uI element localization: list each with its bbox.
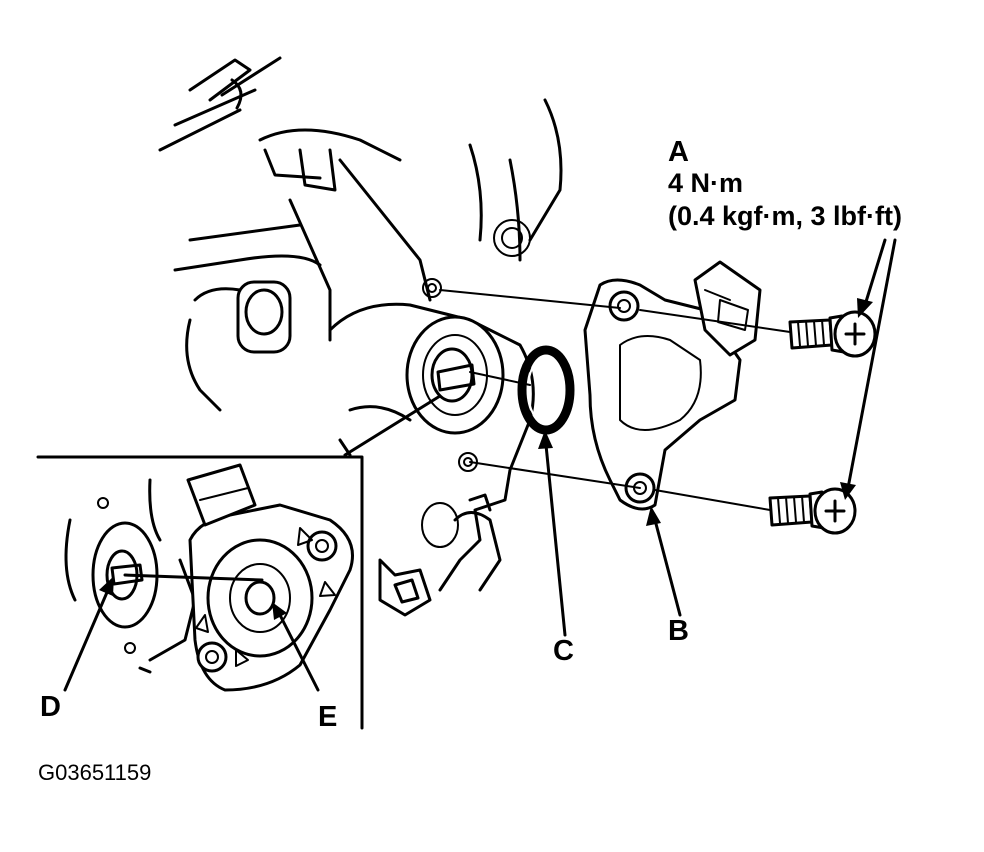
bolt-upper [788,310,877,358]
torque-alt-units: (0.4 kgf·m, 3 lbf·ft) [668,201,902,231]
figure-code: G03651159 [38,760,152,785]
callout-e: E [318,701,338,733]
transmission-housing [158,56,563,617]
assembly-guide-lines [439,289,791,511]
bolt-lower [768,487,857,535]
leader-lines [343,238,897,637]
callout-b: B [668,615,689,647]
sensor-b [583,260,762,511]
callout-d: D [40,691,61,723]
o-ring-c [517,345,575,435]
torque-value: 4 N·m [668,168,744,198]
inset-detail [36,455,364,730]
callout-c: C [553,635,574,667]
callout-a: A [668,136,689,168]
